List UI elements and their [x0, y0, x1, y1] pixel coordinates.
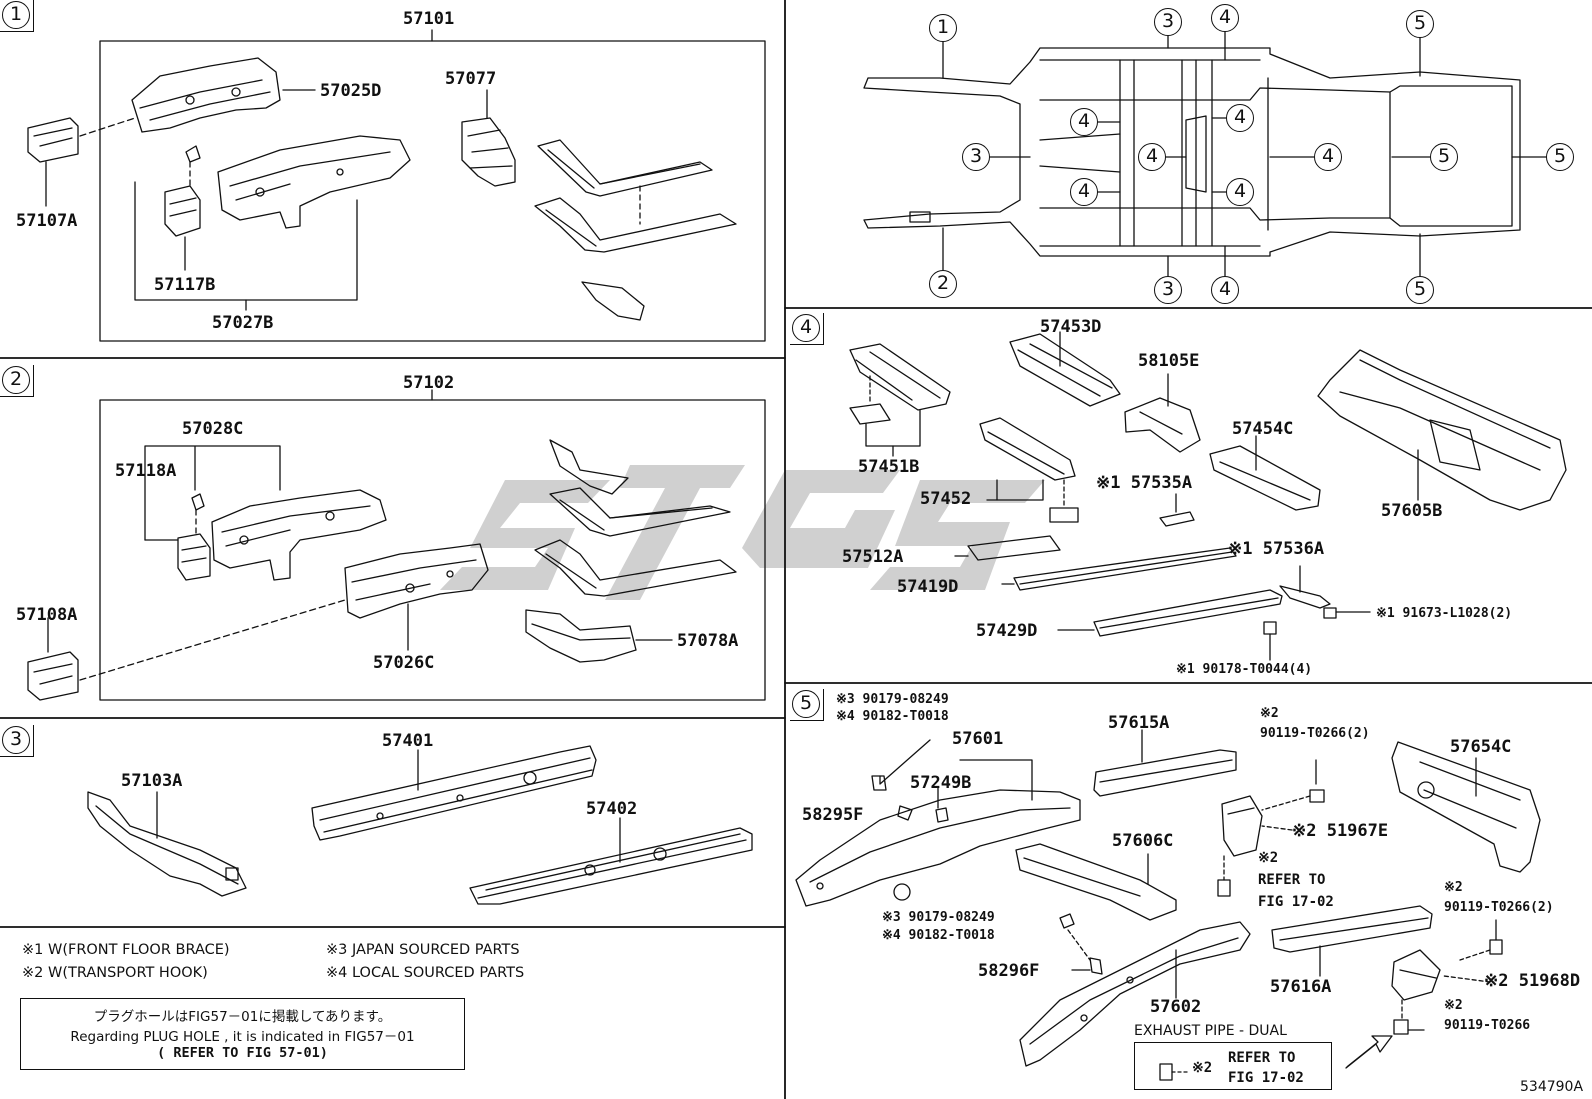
part-57512A[interactable]: 57512A	[842, 547, 904, 567]
part-57107A[interactable]: 57107A	[16, 211, 78, 231]
part-57401[interactable]: 57401	[382, 731, 434, 751]
footnote-2: ※2 W(TRANSPORT HOOK)	[22, 965, 208, 981]
overview-callout-1[interactable]: 1	[929, 14, 957, 42]
overview-callout-4-e[interactable]: 4	[1070, 178, 1098, 206]
footnote-1: ※1 W(FRONT FLOOR BRACE)	[22, 942, 230, 958]
part-90178-T0044[interactable]: ※1 90178-T0044(4)	[1176, 662, 1313, 677]
part-90119-T0266-c[interactable]: 90119-T0266	[1444, 1018, 1531, 1033]
part-57402[interactable]: 57402	[586, 799, 638, 819]
part-57103A[interactable]: 57103A	[121, 771, 183, 791]
part-58295F[interactable]: 58295F	[802, 805, 864, 825]
exhaust-pipe-note: EXHAUST PIPE - DUAL	[1134, 1023, 1287, 1039]
part-57108A[interactable]: 57108A	[16, 605, 78, 625]
section-3-number: 3	[2, 726, 30, 754]
overview-callout-4-d[interactable]: 4	[1314, 143, 1342, 171]
section-2-badge: 2	[0, 365, 34, 397]
figure-id: 534790A	[1520, 1079, 1584, 1095]
part-57654C[interactable]: 57654C	[1450, 737, 1512, 757]
part-57027B[interactable]: 57027B	[212, 313, 274, 333]
part-57078A[interactable]: 57078A	[677, 631, 739, 651]
part-57535A[interactable]: ※1 57535A	[1096, 473, 1193, 493]
overview-callout-4-a[interactable]: 4	[1070, 108, 1098, 136]
part-90179-08249-a[interactable]: ※3 90179-08249	[836, 692, 949, 707]
section-5-number: 5	[792, 690, 820, 718]
part-58296F[interactable]: 58296F	[978, 961, 1040, 981]
part-90119-T0266-a[interactable]: 90119-T0266(2)	[1260, 726, 1370, 741]
overview-callout-3-left[interactable]: 3	[962, 143, 990, 171]
part-51968D[interactable]: ※2 51968D	[1484, 971, 1581, 991]
part-57028C[interactable]: 57028C	[182, 419, 244, 439]
refer-fig-17-02-a-mark: ※2	[1258, 850, 1279, 866]
part-91673-L1028[interactable]: ※1 91673-L1028(2)	[1376, 606, 1513, 621]
overview-callout-4-c[interactable]: 4	[1138, 143, 1166, 171]
part-90119-T0266-a-mark: ※2	[1260, 706, 1279, 721]
part-58105E[interactable]: 58105E	[1138, 351, 1200, 371]
plug-hole-note-jp: プラグホールはFIG57－01に掲載してあります。	[93, 1009, 392, 1025]
watermark-logo	[440, 465, 1045, 600]
part-90179-08249-b[interactable]: ※3 90179-08249	[882, 910, 995, 925]
overview-callout-4-f[interactable]: 4	[1226, 178, 1254, 206]
overview-callout-5-top[interactable]: 5	[1406, 10, 1434, 38]
refer-fig-17-02-b-line1[interactable]: REFER TO	[1228, 1050, 1296, 1066]
plug-hole-refer-link[interactable]: ( REFER TO FIG 57-01)	[157, 1045, 328, 1061]
overview-callout-5-mid[interactable]: 5	[1430, 143, 1458, 171]
part-57616A[interactable]: 57616A	[1270, 977, 1332, 997]
refer-fig-17-02-b-line2[interactable]: FIG 17-02	[1228, 1070, 1304, 1086]
part-57102[interactable]: 57102	[403, 373, 455, 393]
part-57602[interactable]: 57602	[1150, 997, 1202, 1017]
part-57101[interactable]: 57101	[403, 9, 455, 29]
part-90182-T0018-a[interactable]: ※4 90182-T0018	[836, 709, 949, 724]
part-90119-T0266-b[interactable]: 90119-T0266(2)	[1444, 900, 1554, 915]
overview-callout-2[interactable]: 2	[929, 270, 957, 298]
overview-frame-outline	[863, 47, 1521, 257]
part-90119-T0266-b-mark: ※2	[1444, 880, 1463, 895]
section-4-number: 4	[792, 314, 820, 342]
overview-callout-5-bottom[interactable]: 5	[1406, 276, 1434, 304]
section-4-badge: 4	[790, 313, 824, 345]
section-1-number: 1	[2, 1, 30, 29]
part-90182-T0018-b[interactable]: ※4 90182-T0018	[882, 928, 995, 943]
refer-fig-17-02-a-line1[interactable]: REFER TO	[1258, 872, 1326, 888]
overview-callout-3-top[interactable]: 3	[1154, 8, 1182, 36]
part-57454C[interactable]: 57454C	[1232, 419, 1294, 439]
overview-callout-4-bottom[interactable]: 4	[1211, 276, 1239, 304]
part-57451B[interactable]: 57451B	[858, 457, 920, 477]
plug-hole-note-box: プラグホールはFIG57－01に掲載してあります。 Regarding PLUG…	[20, 998, 465, 1070]
refer-fig-17-02-a-line2[interactable]: FIG 17-02	[1258, 894, 1334, 910]
part-57615A[interactable]: 57615A	[1108, 713, 1170, 733]
overview-callout-4-top[interactable]: 4	[1211, 4, 1239, 32]
part-57429D[interactable]: 57429D	[976, 621, 1038, 641]
part-57026C[interactable]: 57026C	[373, 653, 435, 673]
overview-callout-5-right[interactable]: 5	[1546, 143, 1574, 171]
overview-callout-4-b[interactable]: 4	[1226, 104, 1254, 132]
part-57606C[interactable]: 57606C	[1112, 831, 1174, 851]
part-57601[interactable]: 57601	[952, 729, 1004, 749]
section-3-badge: 3	[0, 725, 34, 757]
refer-fig-17-02-b-box	[1134, 1042, 1332, 1090]
part-57118A[interactable]: 57118A	[115, 461, 177, 481]
part-57117B[interactable]: 57117B	[154, 275, 216, 295]
plug-hole-note-en: Regarding PLUG HOLE , it is indicated in…	[70, 1029, 415, 1045]
part-90119-T0266-c-mark: ※2	[1444, 998, 1463, 1013]
part-57249B[interactable]: 57249B	[910, 773, 972, 793]
part-57452[interactable]: 57452	[920, 489, 972, 509]
part-57536A[interactable]: ※1 57536A	[1228, 539, 1325, 559]
part-57077[interactable]: 57077	[445, 69, 497, 89]
section-2-number: 2	[2, 366, 30, 394]
part-51967E[interactable]: ※2 51967E	[1292, 821, 1389, 841]
refer-fig-17-02-b-mark: ※2	[1192, 1060, 1213, 1076]
part-57025D[interactable]: 57025D	[320, 81, 382, 101]
overview-callout-3-bottom[interactable]: 3	[1154, 276, 1182, 304]
section-1-badge: 1	[0, 0, 34, 32]
part-57419D[interactable]: 57419D	[897, 577, 959, 597]
part-57605B[interactable]: 57605B	[1381, 501, 1443, 521]
footnote-3: ※3 JAPAN SOURCED PARTS	[326, 942, 520, 958]
footnote-4: ※4 LOCAL SOURCED PARTS	[326, 965, 525, 981]
part-57453D[interactable]: 57453D	[1040, 317, 1102, 337]
section-5-badge: 5	[790, 689, 824, 721]
